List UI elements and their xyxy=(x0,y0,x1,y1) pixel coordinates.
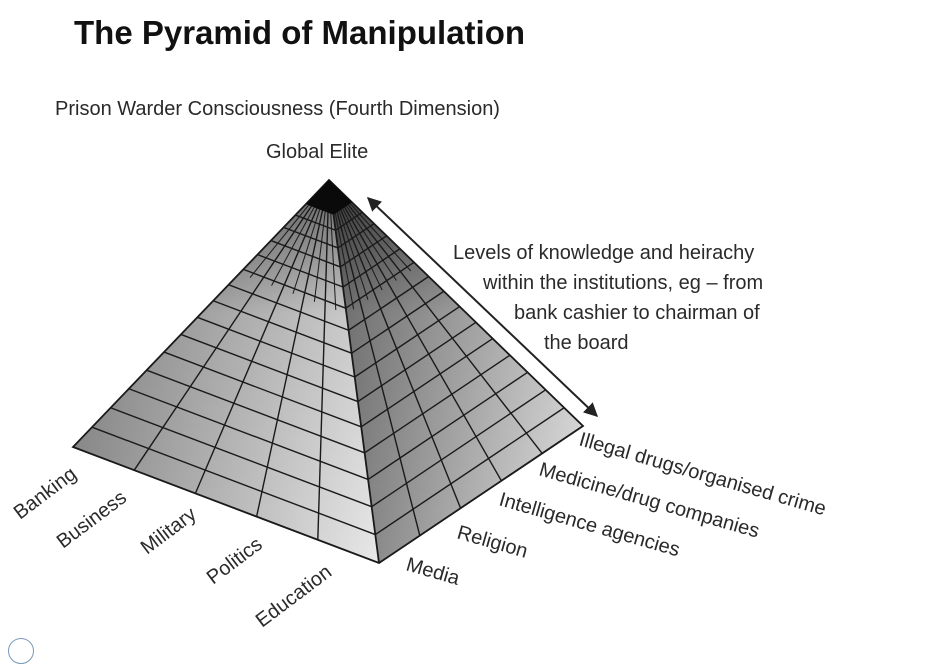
left-face-row-line xyxy=(212,300,352,354)
label-banking: Banking xyxy=(10,463,81,524)
left-face-row-line xyxy=(128,388,369,481)
apex-label: Global Elite xyxy=(266,141,369,163)
subtitle: Prison Warder Consciousness (Fourth Dime… xyxy=(55,98,500,120)
label-politics: Politics xyxy=(203,533,267,589)
page-title: The Pyramid of Manipulation xyxy=(74,14,526,51)
label-media: Media xyxy=(404,554,463,590)
left-face-column-line xyxy=(194,179,330,494)
left-face-row-line xyxy=(110,407,372,508)
left-face-row-line xyxy=(146,369,365,454)
left-face-column-line xyxy=(317,179,330,540)
left-face-row-line xyxy=(228,284,349,331)
apex-shade xyxy=(73,180,583,563)
pyramid-diagram: Banking Business Military Politics Educa… xyxy=(10,178,828,632)
corner-artifact-icon xyxy=(8,638,34,664)
left-face-row-line xyxy=(91,426,376,536)
apex-cap xyxy=(305,180,352,215)
hierarchy-arrow xyxy=(366,197,599,417)
front-ridge-line xyxy=(328,179,380,564)
left-face-column-line xyxy=(133,179,330,471)
label-education: Education xyxy=(252,561,336,632)
left-face-column-line xyxy=(255,179,330,517)
left-face-row-line xyxy=(180,333,359,403)
label-business: Business xyxy=(53,487,131,553)
label-religion: Religion xyxy=(455,522,531,563)
label-military: Military xyxy=(137,503,201,559)
left-face-row-line xyxy=(163,351,362,428)
left-face-row-line xyxy=(197,316,355,378)
right-face-row-line xyxy=(374,407,565,536)
